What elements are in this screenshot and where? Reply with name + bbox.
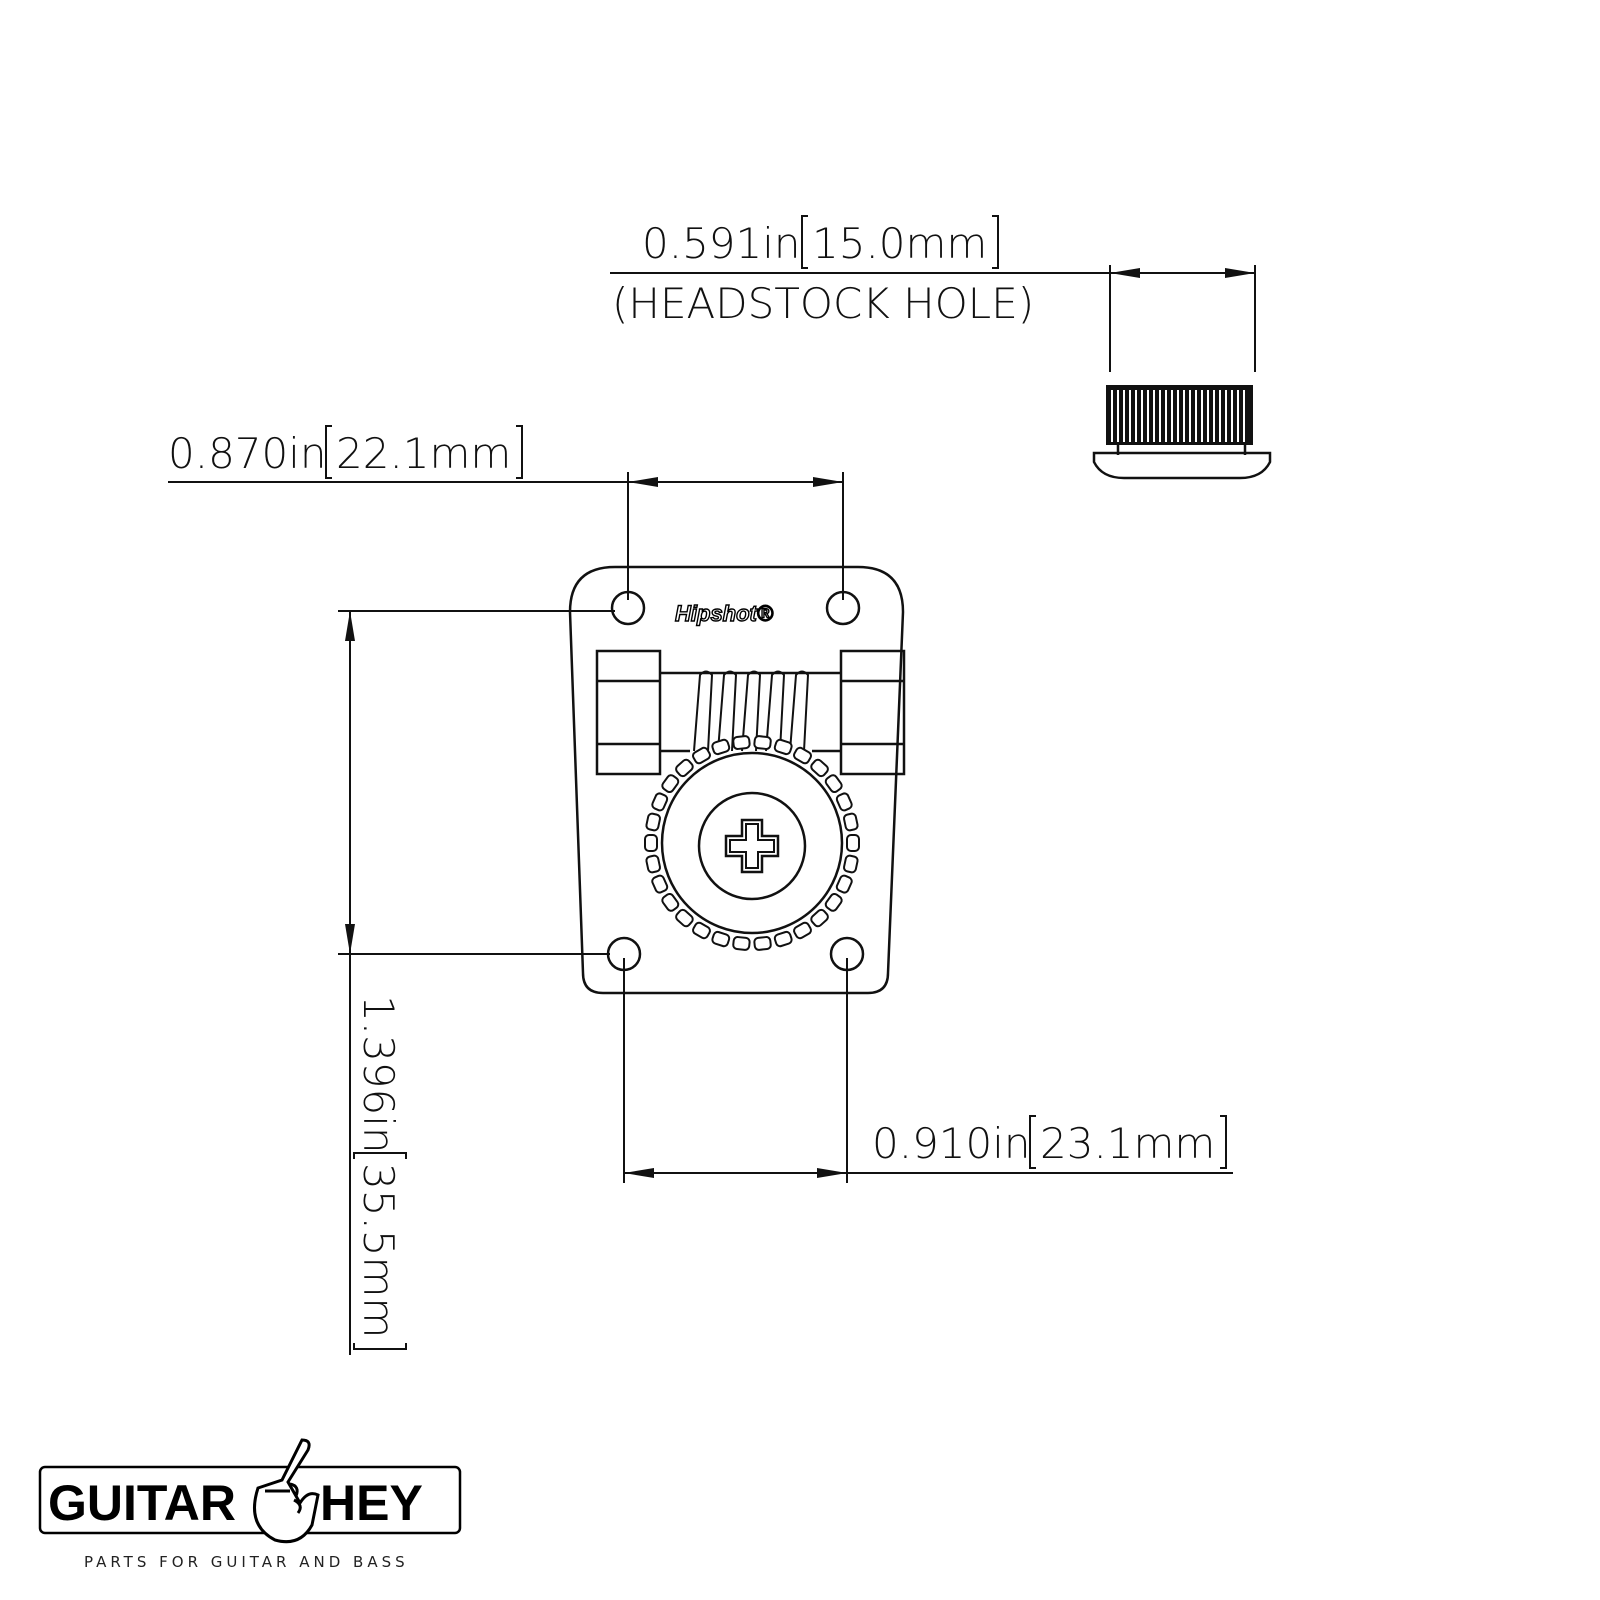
gear-tooth <box>661 774 680 794</box>
bottom-hole-spacing-dimension: 0.910in 23.1mm <box>623 958 1233 1183</box>
bushing-drawing <box>1092 385 1272 480</box>
gear-tooth <box>793 921 812 940</box>
vertical-spacing-metric: 35.5mm <box>354 1163 403 1338</box>
worm-thread <box>765 670 786 752</box>
worm-thread <box>717 670 738 752</box>
top-spacing-value: 0.870in <box>168 429 327 478</box>
headstock-hole-dimension: 0.591in 15.0mm (HEADSTOCK HOLE) <box>610 215 1256 372</box>
gear-tooth <box>843 854 859 874</box>
gear-tooth <box>835 792 853 812</box>
gear-tooth <box>651 792 669 812</box>
headstock-hole-metric: 15.0mm <box>812 219 987 268</box>
top-hole-spacing-dimension: 0.870in 22.1mm <box>168 425 844 600</box>
worm-thread <box>789 670 810 752</box>
gear-tooth <box>711 738 731 756</box>
gear-tooth <box>846 834 860 852</box>
gear-tooth <box>645 812 661 832</box>
gear-tooth <box>824 892 843 912</box>
bottom-spacing-value: 0.910in <box>872 1119 1031 1168</box>
logo-tagline: PARTS FOR GUITAR AND BASS <box>84 1553 409 1571</box>
gear-tooth <box>644 834 658 852</box>
bottom-spacing-metric: 23.1mm <box>1040 1119 1215 1168</box>
gear-tooth <box>753 735 772 750</box>
worm-thread <box>693 670 714 752</box>
gear-tooth <box>645 854 661 874</box>
gear-tooth <box>692 921 711 940</box>
gear-tooth <box>793 746 812 765</box>
logo-text-hey: HEY <box>320 1475 423 1531</box>
gear-tooth <box>773 738 793 756</box>
tuner-plate: Hipshot® <box>568 565 906 995</box>
gear-tooth <box>732 936 751 951</box>
gear-tooth <box>773 930 793 948</box>
gear-tooth <box>810 908 829 928</box>
gear-tooth <box>675 908 694 928</box>
vertical-hole-spacing-dimension: 1.396in 35.5mm <box>338 610 615 1355</box>
gear-tooth <box>651 874 669 894</box>
gear-tooth <box>661 892 680 912</box>
gear-tooth <box>753 936 772 951</box>
rock-hand-icon <box>253 1438 320 1544</box>
gear-tooth <box>843 812 859 832</box>
hipshot-brand-mark: Hipshot® <box>675 601 774 626</box>
headstock-hole-value: 0.591in <box>642 219 801 268</box>
gear-tooth <box>835 874 853 894</box>
vertical-spacing-value: 1.396in <box>354 995 403 1154</box>
gear-tooth <box>824 774 843 794</box>
gear-tooth <box>810 758 829 778</box>
top-spacing-metric: 22.1mm <box>336 429 511 478</box>
gear-tooth <box>675 758 694 778</box>
worm-thread <box>741 670 762 752</box>
gear-tooth <box>692 746 711 765</box>
gear-tooth <box>711 930 731 948</box>
guitar-hey-logo: GUITAR HEY PARTS FOR GUITAR AND BASS <box>38 1438 462 1571</box>
gear-tooth <box>732 735 751 750</box>
logo-text-guitar: GUITAR <box>48 1475 236 1531</box>
headstock-hole-note: (HEADSTOCK HOLE) <box>612 279 1034 328</box>
